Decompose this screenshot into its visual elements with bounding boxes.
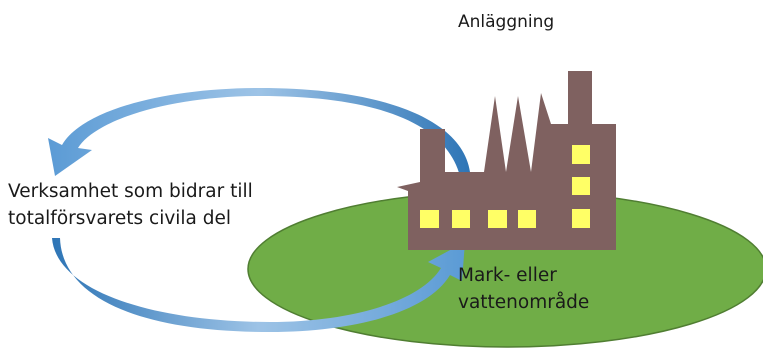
window — [572, 177, 590, 195]
window — [420, 210, 439, 228]
area-label: Mark- eller vattenområde — [458, 262, 589, 316]
factory-windows — [420, 145, 590, 228]
window — [518, 210, 536, 228]
window — [572, 145, 590, 164]
area-label-line-1: Mark- eller — [458, 265, 557, 286]
facility-label: Anläggning — [458, 12, 555, 32]
area-label-line-2: vattenområde — [458, 292, 590, 313]
activity-label-line-1: Verksamhet som bidrar till — [8, 181, 253, 202]
window — [488, 210, 507, 228]
arrow-top — [48, 88, 470, 176]
activity-label-line-2: totalförsvarets civila del — [8, 208, 232, 229]
factory-icon — [397, 71, 616, 250]
activity-label: Verksamhet som bidrar till totalförsvare… — [8, 178, 253, 232]
window — [452, 210, 470, 228]
window — [572, 209, 590, 228]
